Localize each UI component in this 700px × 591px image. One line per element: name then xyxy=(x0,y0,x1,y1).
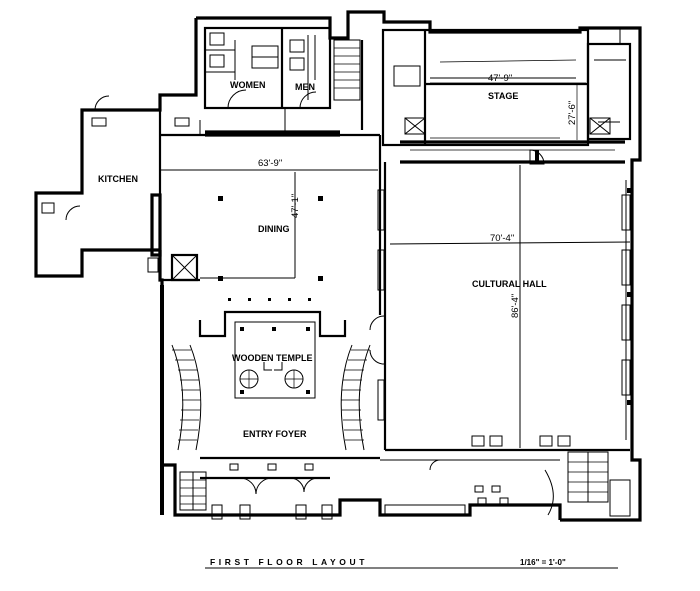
hall-depth-dimension: 86'-4" xyxy=(510,294,521,318)
dining-depth-dimension: 47'-1" xyxy=(290,194,301,218)
drawing-scale: 1/16" = 1'-0" xyxy=(520,558,566,567)
women-label: WOMEN xyxy=(230,80,266,90)
drawing-title: FIRST FLOOR LAYOUT xyxy=(210,557,368,567)
hall-width-dimension: 70'-4" xyxy=(490,233,514,244)
dining-label: DINING xyxy=(258,224,290,234)
foyer-area xyxy=(160,285,380,520)
stage-depth-dimension: 27'-6" xyxy=(567,101,578,125)
stage-width-dimension: 47'-9" xyxy=(488,73,512,84)
stair-north xyxy=(333,39,364,130)
entry-foyer-label: ENTRY FOYER xyxy=(243,429,307,439)
dining-area xyxy=(160,130,382,315)
cultural-hall-label: CULTURAL HALL xyxy=(472,279,547,289)
south-east-area xyxy=(380,451,631,517)
stage-area xyxy=(381,28,632,165)
wooden-temple-label: WOODEN TEMPLE xyxy=(232,353,313,363)
dining-width-dimension: 63'-9" xyxy=(258,158,282,169)
kitchen-label: KITCHEN xyxy=(98,174,138,184)
cultural-hall-area xyxy=(369,162,632,452)
men-label: MEN xyxy=(295,82,315,92)
restrooms xyxy=(199,26,340,137)
stage-label: STAGE xyxy=(488,91,518,101)
kitchen-area xyxy=(41,95,200,282)
stage-dimensions xyxy=(430,82,586,140)
